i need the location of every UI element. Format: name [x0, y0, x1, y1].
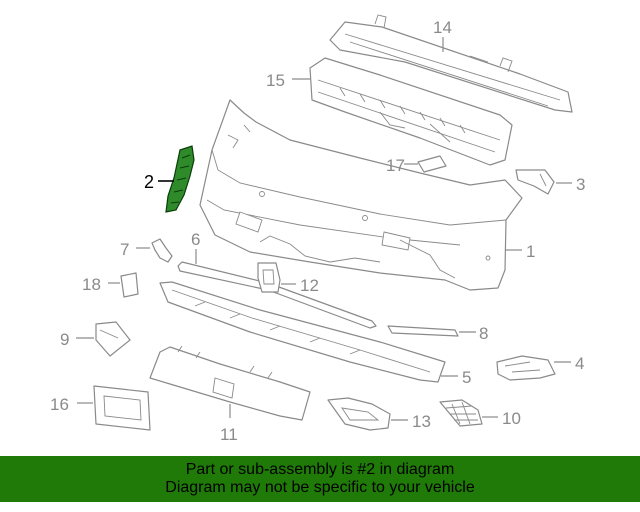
callout-18: 18 [82, 275, 101, 294]
part-8-molding [387, 325, 459, 337]
callout-9: 9 [60, 330, 69, 349]
part-6-strip [177, 261, 377, 329]
callout-12: 12 [300, 276, 319, 295]
part-5-valance [159, 281, 446, 383]
callout-15: 15 [266, 71, 285, 90]
callout-6: 6 [191, 230, 200, 249]
callout-labels: 1 2 3 4 5 6 7 8 9 10 11 12 13 14 15 16 1… [50, 18, 585, 444]
part-16-plate-bracket [93, 385, 151, 431]
callout-8: 8 [479, 324, 488, 343]
part-9-bracket [95, 321, 131, 357]
leader-lines [76, 37, 572, 421]
parts-diagram: 1 2 3 4 5 6 7 8 9 10 11 12 13 14 15 16 1… [50, 14, 585, 444]
callout-14: 14 [433, 18, 452, 37]
callout-13: 13 [412, 412, 431, 431]
part-1-bumper-fascia [199, 99, 523, 291]
info-banner: Part or sub-assembly is #2 in diagram Di… [0, 456, 640, 502]
part-7-trim [151, 238, 173, 263]
part-3-bracket [515, 169, 555, 195]
part-4-bracket [496, 355, 556, 381]
callout-16: 16 [50, 395, 69, 414]
callout-4: 4 [575, 354, 584, 373]
part-17-clip [417, 155, 447, 173]
part-13-bezel [327, 397, 391, 431]
part-14-reinforcement [329, 14, 573, 113]
banner-line-2: Diagram may not be specific to your vehi… [165, 479, 475, 496]
banner-line-1: Part or sub-assembly is #2 in diagram [185, 461, 455, 478]
part-2-highlighted [165, 145, 195, 213]
part-10-mesh-grille [439, 399, 483, 427]
callout-5: 5 [462, 368, 471, 387]
callout-2: 2 [144, 172, 154, 192]
part-12-bracket [257, 262, 281, 293]
callout-3: 3 [576, 175, 585, 194]
part-15-beam [309, 57, 513, 166]
callout-17: 17 [386, 156, 405, 175]
callout-11: 11 [220, 425, 238, 444]
callout-1: 1 [526, 242, 535, 261]
part-11-lower-grille [149, 345, 311, 421]
callout-7: 7 [120, 240, 129, 259]
part-18-block [120, 272, 139, 298]
callout-10: 10 [502, 409, 521, 428]
